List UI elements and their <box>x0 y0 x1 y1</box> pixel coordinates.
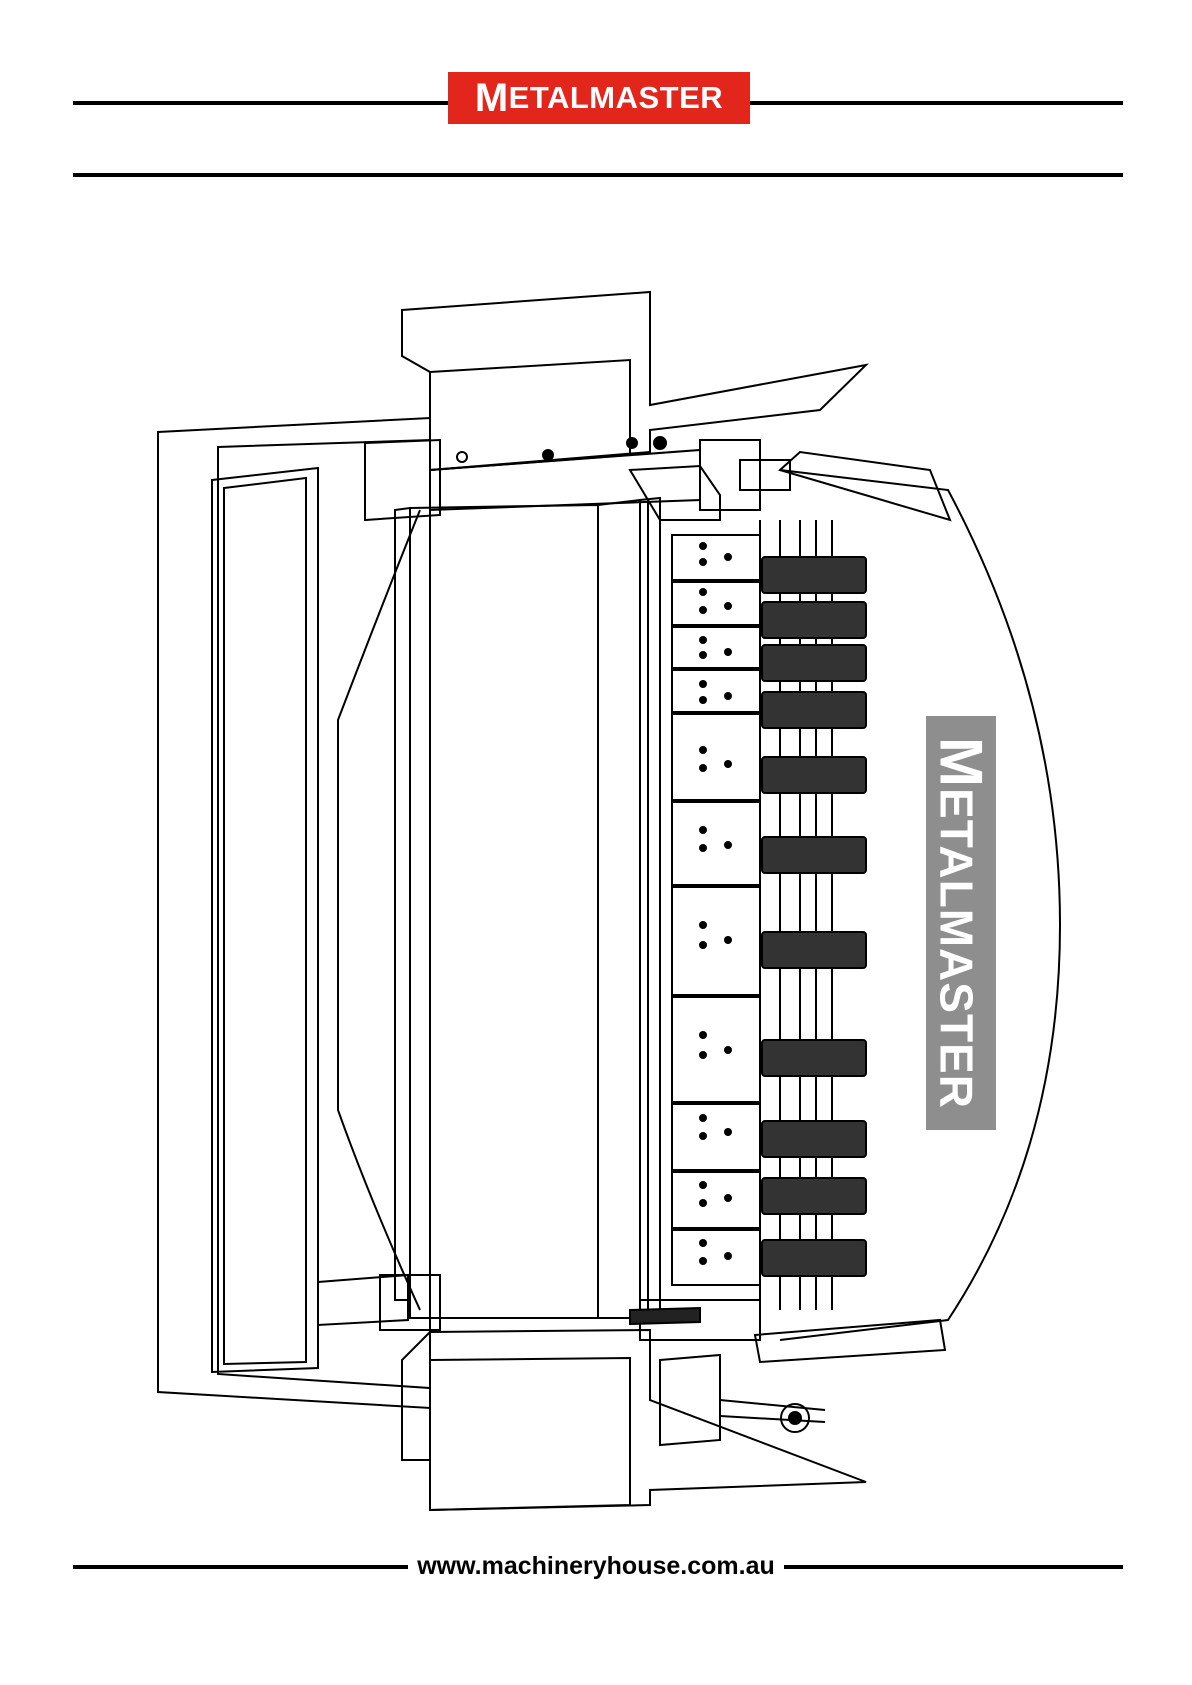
right-housing-top-lip <box>780 452 950 520</box>
machine-logo-rest: ETALMASTER <box>931 788 983 1109</box>
finger-plates <box>672 535 760 1285</box>
bolt-left <box>457 452 467 462</box>
left-rail <box>212 468 318 1372</box>
body-strip-2 <box>640 498 660 1318</box>
left-frame-inner <box>218 440 430 1388</box>
finger-clamps <box>762 557 866 1276</box>
body-panel <box>410 505 598 1318</box>
left-rail-inner <box>224 478 306 1364</box>
left-frame <box>158 418 430 1408</box>
footer-url[interactable]: www.machineryhouse.com.au <box>408 1548 784 1584</box>
body-strip-1 <box>598 500 640 1318</box>
machine-logo-initial: M <box>928 737 995 788</box>
machine-logo-text: METALMASTER <box>927 737 996 1109</box>
body-left-slope <box>338 510 420 1310</box>
right-housing-bottom <box>755 1320 945 1362</box>
central-body <box>395 508 410 1300</box>
finger-bolts <box>699 542 732 1265</box>
